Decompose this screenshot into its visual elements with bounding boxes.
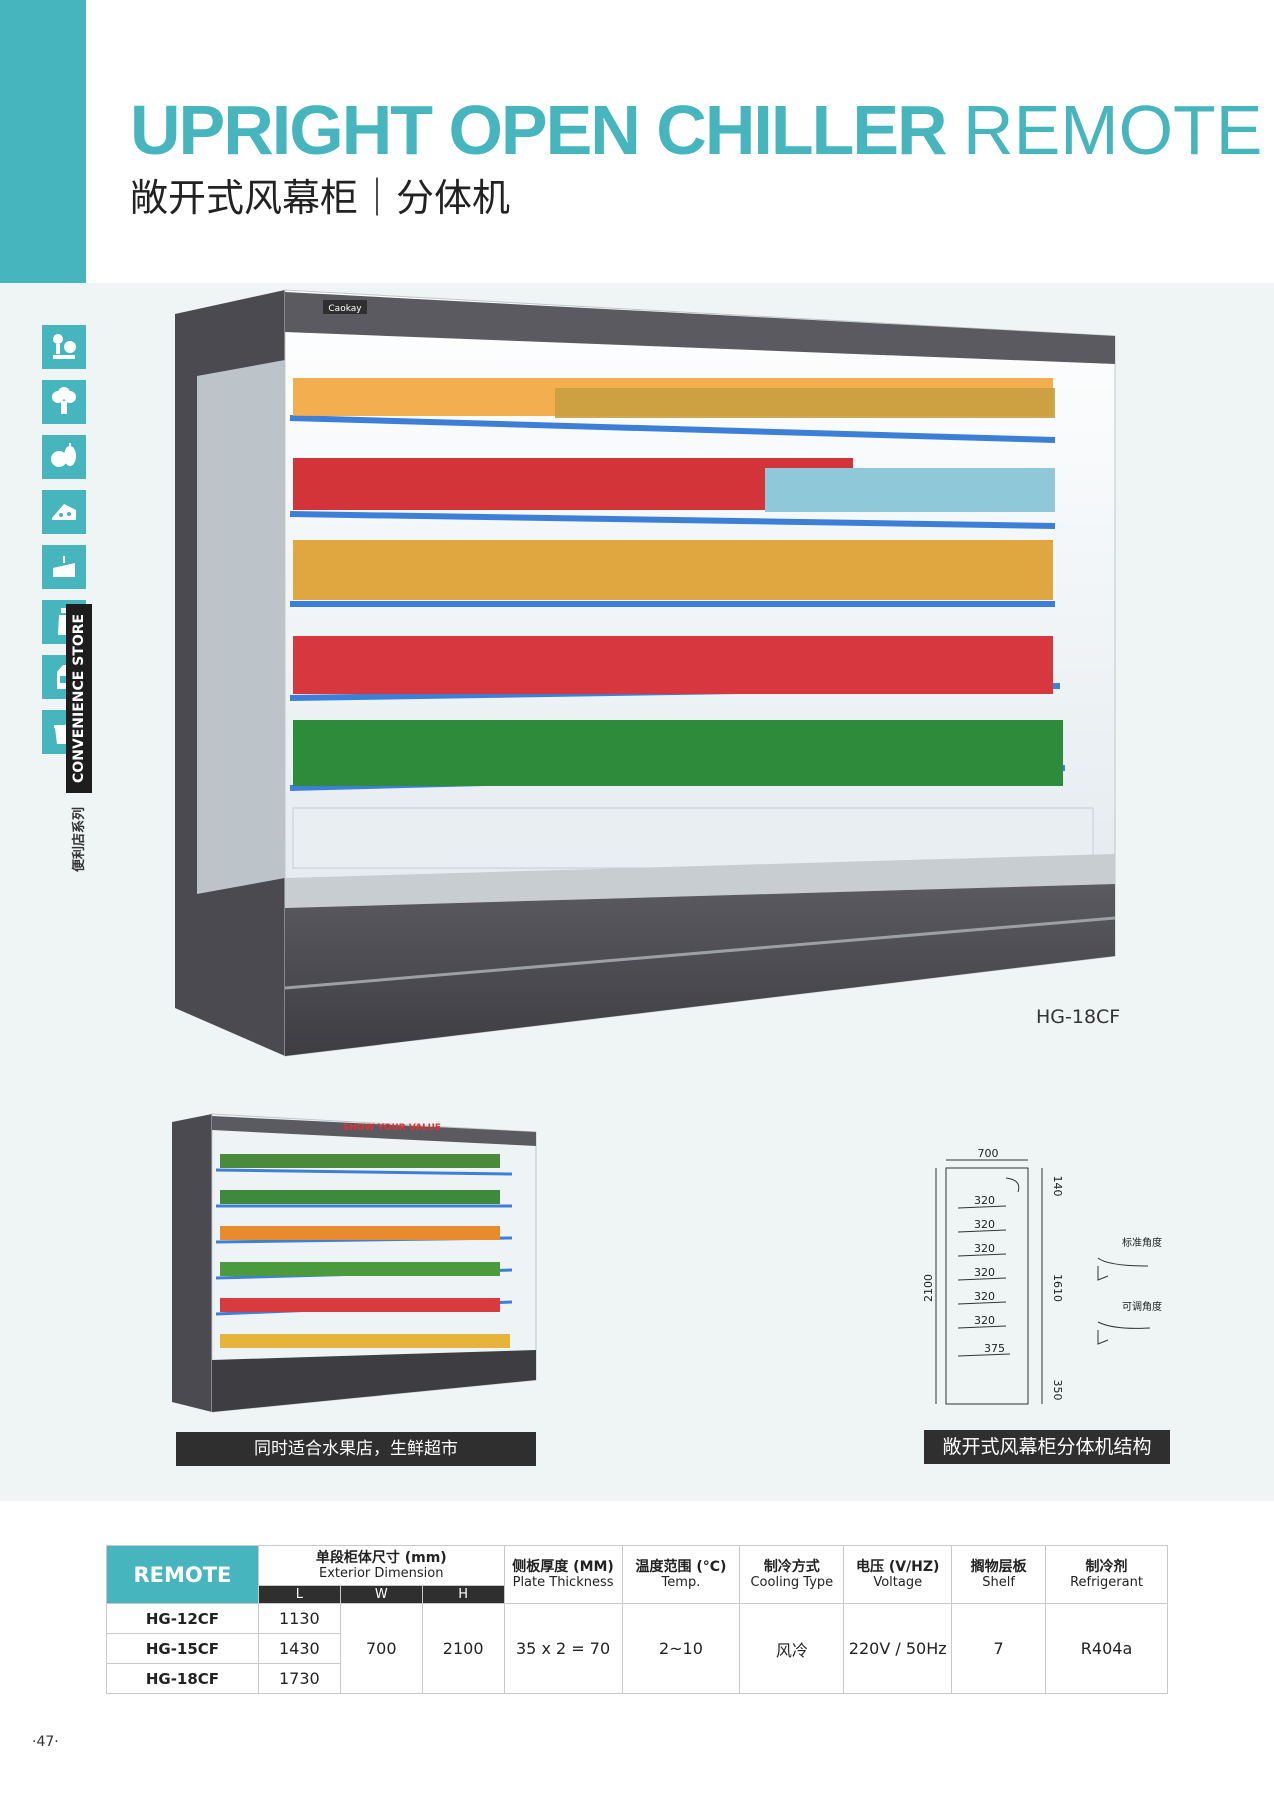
brand-plate	[323, 300, 367, 314]
broccoli-icon	[42, 380, 86, 424]
table-header-l: L	[257, 1585, 341, 1604]
table-header-plate: 侧板厚度 (MM)Plate Thickness	[503, 1545, 623, 1604]
diagram-top: 140	[1051, 1176, 1064, 1197]
small-photo-banner: SHOW YOUR VALUE	[343, 1123, 441, 1133]
main-product-photo: Caokay	[175, 289, 1116, 1057]
title-variant: REMOTE	[963, 91, 1263, 169]
diagram-caption: 敞开式风幕柜分体机结构	[924, 1430, 1170, 1464]
table-cell-l: 1430	[257, 1633, 341, 1664]
diagram-height: 2100	[922, 1274, 935, 1302]
diagram-shelf: 320	[974, 1290, 995, 1303]
diagram-angle-standard: 标准角度	[1122, 1236, 1162, 1249]
diagram-inner-height: 1610	[1051, 1274, 1064, 1302]
header-accent-bar	[0, 0, 86, 283]
secondary-product-photo: SHOW YOUR VALUE	[172, 1113, 537, 1413]
diagram-shelf: 375	[984, 1342, 1005, 1355]
table-header-voltage: 电压 (V/HZ)Voltage	[843, 1545, 953, 1604]
cheese-icon	[42, 490, 86, 534]
diagram-shelf: 320	[974, 1314, 995, 1327]
diagram-bottom: 350	[1051, 1380, 1064, 1401]
fruit-icon	[42, 435, 86, 479]
diagram-width: 700	[978, 1148, 999, 1160]
table-cell-voltage: 220V / 50Hz	[843, 1603, 953, 1694]
table-cell-h: 2100	[421, 1603, 505, 1694]
table-header-temp: 温度范围 (°C)Temp.	[621, 1545, 741, 1604]
page-title: UPRIGHT OPEN CHILLER REMOTE	[130, 92, 1263, 168]
structure-diagram: 700 2100 1610 140 350 320 320 320 320 32…	[922, 1148, 1162, 1405]
page-subtitle: 敞开式风幕柜｜分体机	[130, 176, 511, 220]
main-model-label: HG-18CF	[1036, 1006, 1121, 1028]
table-row: HG-18CF 1730	[106, 1663, 1168, 1694]
category-label-en: CONVENIENCE STORE	[66, 603, 92, 793]
diagram-angle-adjustable: 可调角度	[1122, 1300, 1162, 1313]
table-cell-model: HG-15CF	[106, 1633, 259, 1664]
vegetable-icon	[42, 325, 86, 369]
table-cell-l: 1130	[257, 1603, 341, 1634]
brand-logo: Caokay	[328, 304, 362, 314]
table-cell-cooling: 风冷	[739, 1603, 845, 1694]
category-label-cn: 便利店系列	[72, 806, 87, 872]
category-label: 便利店系列 CONVENIENCE STORE	[66, 603, 92, 872]
table-cell-model: HG-18CF	[106, 1663, 259, 1694]
table-header-h: H	[421, 1585, 505, 1604]
table-cell-shelf: 7	[951, 1603, 1047, 1694]
table-cell-w: 700	[339, 1603, 423, 1694]
diagram-shelf: 320	[974, 1266, 995, 1279]
table-row: HG-12CF 1130 700 2100 35 x 2 = 70 2~10 风…	[106, 1603, 1168, 1694]
page-number: ·47·	[32, 1734, 59, 1750]
table-header-remote: REMOTE	[106, 1545, 259, 1604]
spec-table: REMOTE 单段柜体尺寸 (mm)Exterior Dimension 侧板厚…	[106, 1545, 1168, 1694]
title-main: UPRIGHT OPEN CHILLER	[130, 91, 948, 169]
cake-icon	[42, 545, 86, 589]
table-header-w: W	[339, 1585, 423, 1604]
table-header-dimension: 单段柜体尺寸 (mm)Exterior Dimension	[257, 1545, 505, 1586]
table-cell-model: HG-12CF	[106, 1603, 259, 1634]
table-cell-l: 1730	[257, 1663, 341, 1694]
secondary-photo-caption: 同时适合水果店，生鲜超市	[176, 1432, 536, 1466]
diagram-shelf: 320	[974, 1194, 995, 1207]
table-cell-plate: 35 x 2 = 70	[503, 1603, 623, 1694]
table-cell-temp: 2~10	[621, 1603, 741, 1694]
table-row: HG-15CF 1430	[106, 1633, 1168, 1664]
diagram-shelf: 320	[974, 1218, 995, 1231]
table-cell-refrigerant: R404a	[1045, 1603, 1168, 1694]
diagram-shelf: 320	[974, 1242, 995, 1255]
